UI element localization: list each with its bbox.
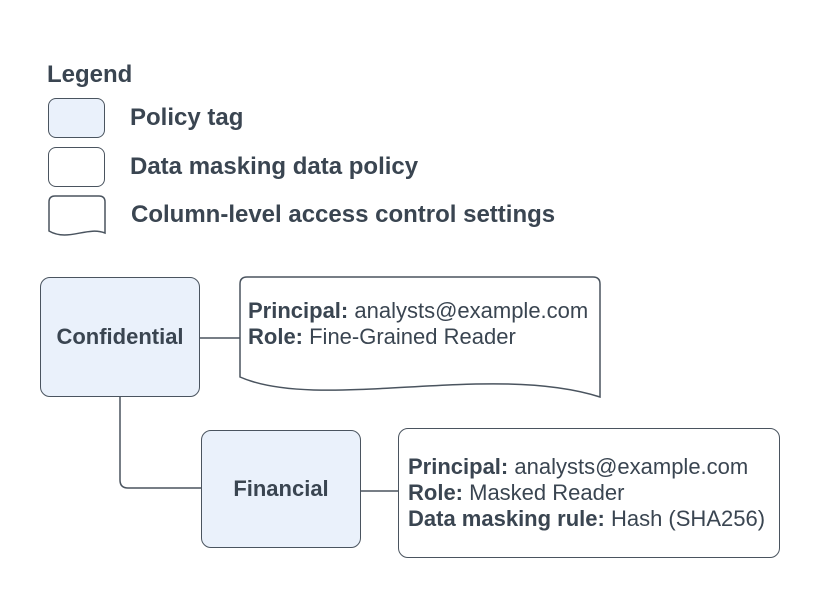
detail-line: Role: Fine-Grained Reader [248, 324, 516, 349]
detail-line: Principal: analysts@example.com [248, 298, 589, 323]
legend-item-access-control: Column-level access control settings [48, 195, 556, 236]
detail-line: Principal: analysts@example.com [408, 454, 749, 479]
detail-line: Data masking rule: Hash (SHA256) [408, 506, 766, 531]
policy-tag-swatch [48, 98, 105, 138]
legend-item-label: Column-level access control settings [131, 201, 556, 228]
detail-line: Role: Masked Reader [408, 480, 625, 505]
legend-item-label: Policy tag [130, 104, 244, 131]
policy-tag-label: Financial [233, 476, 329, 501]
legend-title: Legend [47, 61, 133, 88]
connector-confidential-to-financial [119, 397, 201, 489]
legend-item-label: Data masking data policy [130, 153, 419, 180]
policy-tag-financial: Financial [201, 430, 361, 548]
data-masking-policy-swatch [48, 147, 105, 187]
document-shape [239, 276, 601, 399]
legend-item-data-masking-policy: Data masking data policy [48, 147, 418, 187]
access-control-swatch [48, 195, 106, 236]
legend-item-policy-tag: Policy tag [48, 98, 243, 138]
policy-tag-confidential: Confidential [40, 277, 200, 397]
policy-tag-label: Confidential [56, 324, 184, 349]
